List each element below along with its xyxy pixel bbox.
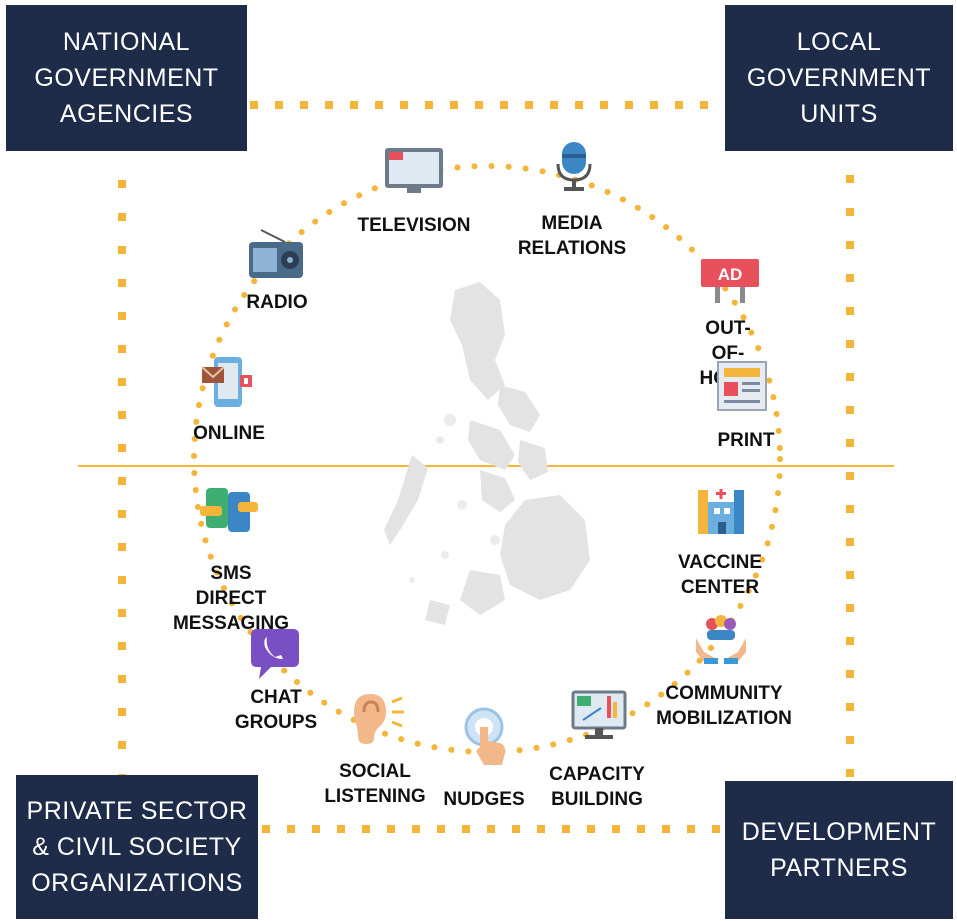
community-hands-icon	[696, 615, 746, 664]
chat-app-icon	[251, 629, 299, 679]
corner-label: DEVELOPMENT PARTNERS	[741, 818, 937, 882]
channel-label: SOCIAL LISTENING	[324, 761, 426, 807]
svg-text:AD: AD	[718, 265, 743, 284]
ear-icon	[354, 694, 404, 744]
tap-finger-icon	[464, 707, 506, 765]
channel-label: CHAT GROUPS	[234, 687, 318, 733]
channel-label: VACCINE CENTER	[677, 552, 763, 598]
billboard-icon: AD	[701, 259, 759, 303]
channel-label: CAPACITY BUILDING	[549, 764, 645, 810]
tv-icon	[385, 148, 443, 193]
channel-label: MEDIA RELATIONS	[517, 213, 627, 259]
channel-label: COMMUNITY MOBILIZATION	[656, 683, 792, 729]
corner-label: LOCAL GOVERNMENT UNITS	[746, 28, 932, 128]
corner-private-sector: PRIVATE SECTOR & CIVIL SOCIETY ORGANIZAT…	[16, 775, 258, 919]
mobile-email-icon	[201, 357, 252, 407]
channel-label: NUDGES	[443, 789, 525, 810]
corner-local-government: LOCAL GOVERNMENT UNITS	[725, 5, 953, 151]
divider-line	[78, 465, 894, 467]
channel-label: TELEVISION	[357, 215, 471, 236]
sms-phones-icon	[200, 488, 258, 532]
corner-label: NATIONAL GOVERNMENT AGENCIES	[34, 28, 219, 128]
presentation-screen-icon	[571, 690, 627, 739]
corner-national-government: NATIONAL GOVERNMENT AGENCIES	[6, 5, 247, 151]
channel-label: SMS DIRECT MESSAGING	[172, 563, 290, 634]
corner-development-partners: DEVELOPMENT PARTNERS	[725, 781, 953, 919]
radio-icon	[249, 229, 303, 278]
channel-label: RADIO	[246, 292, 308, 313]
hospital-icon	[698, 489, 744, 534]
channel-label: ONLINE	[193, 423, 265, 444]
channel-label: PRINT	[717, 430, 775, 451]
newspaper-icon	[717, 361, 767, 411]
corner-label: PRIVATE SECTOR & CIVIL SOCIETY ORGANIZAT…	[26, 797, 248, 897]
microphone-icon	[556, 142, 592, 191]
